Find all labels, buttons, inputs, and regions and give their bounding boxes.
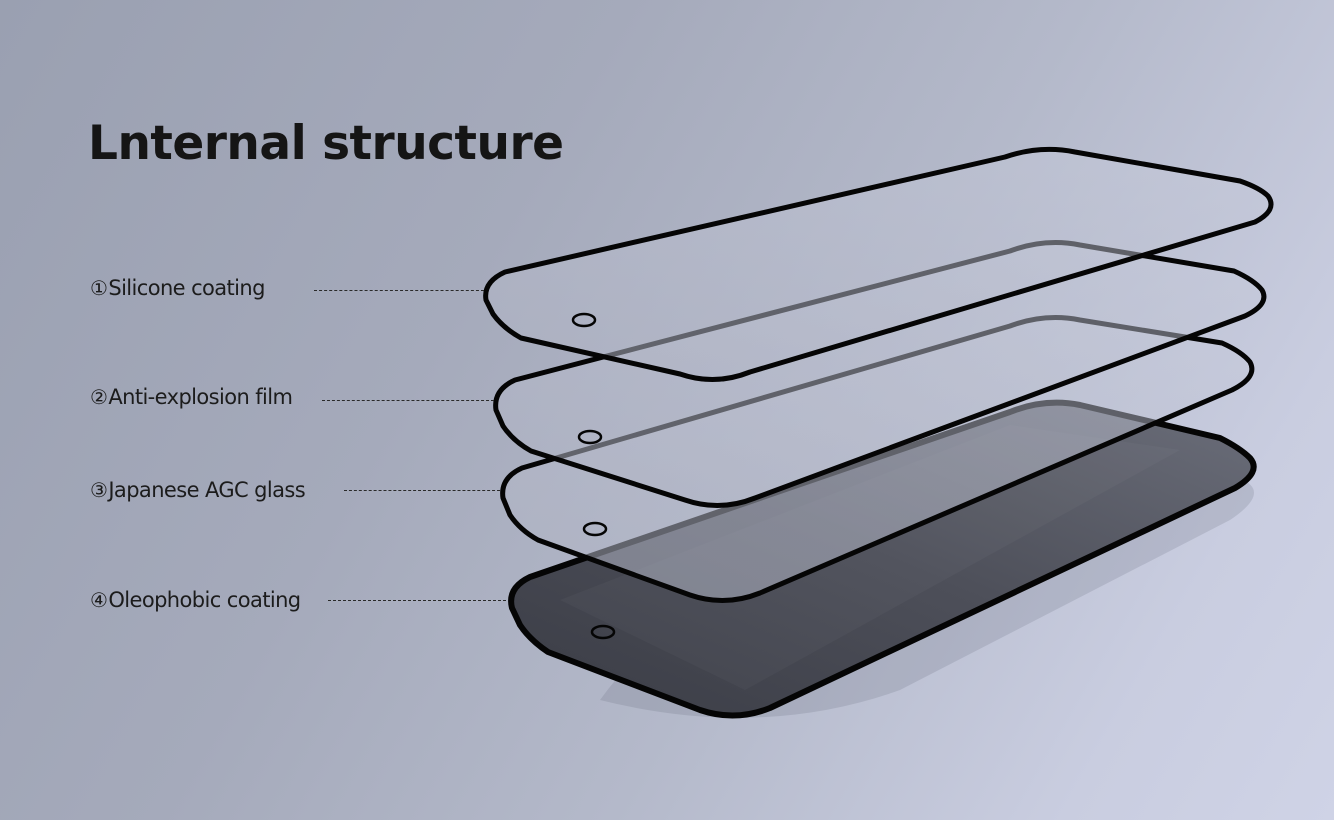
page-title: Lnternal structure (88, 116, 564, 171)
layer-label-agc-glass: ③Japanese AGC glass (90, 478, 306, 502)
layer-number: ③ (90, 478, 108, 502)
camera-hole-icon (577, 429, 603, 445)
layer-label-oleophobic: ④Oleophobic coating (90, 590, 301, 611)
layer-number: ① (90, 276, 108, 300)
layer-label-text: Silicone coating (108, 276, 265, 300)
layer-label-text: Oleophobic coating (108, 588, 301, 612)
leader-line (328, 600, 506, 601)
layer-label-text: Anti-explosion film (108, 385, 293, 409)
layer-label-silicone: ①Silicone coating (90, 278, 265, 299)
layer-label-text: Japanese AGC glass (108, 478, 306, 502)
camera-hole-icon (590, 624, 616, 640)
leader-line (322, 400, 494, 401)
leader-line (314, 290, 484, 291)
camera-hole-icon (582, 521, 608, 537)
layer-label-anti-explosion: ②Anti-explosion film (90, 385, 293, 409)
leader-line (344, 490, 500, 491)
layer-number: ② (90, 385, 108, 409)
layer-1-silicone (483, 146, 1274, 383)
camera-hole-icon (571, 312, 597, 328)
layer-number: ④ (90, 588, 108, 612)
